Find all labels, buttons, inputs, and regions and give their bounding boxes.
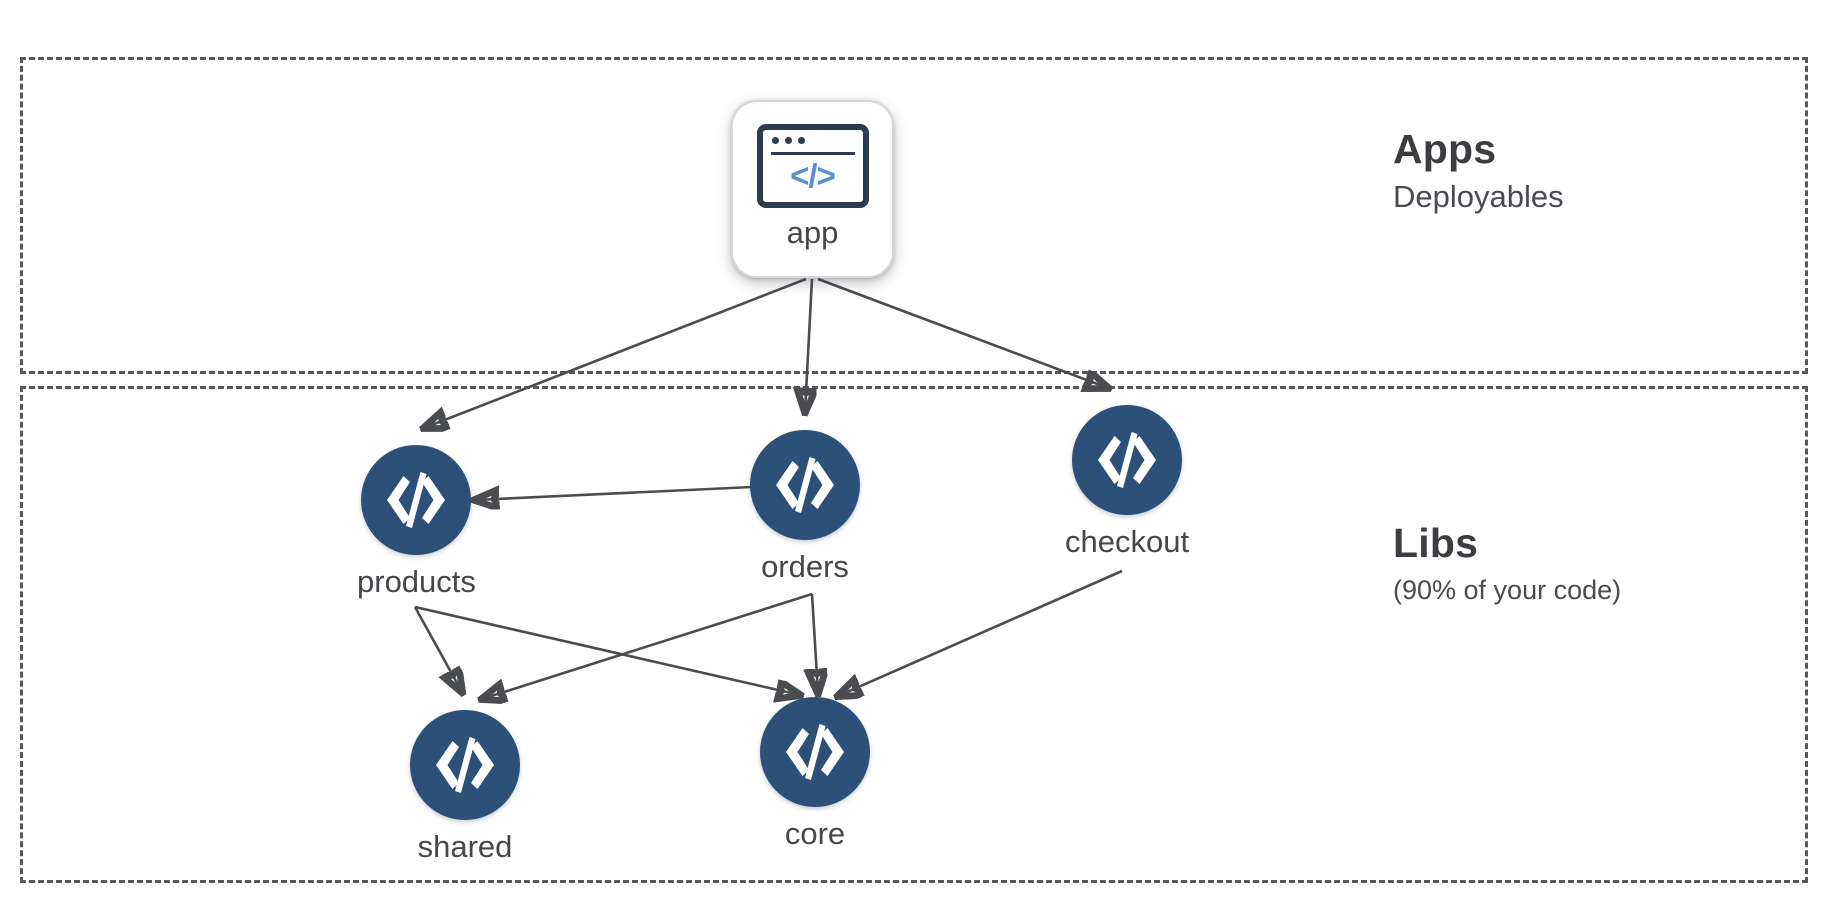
browser-dots-icon — [771, 137, 805, 144]
zone-libs-title: Libs — [1393, 520, 1479, 566]
node-app-label: app — [786, 215, 839, 250]
zone-libs-caption: Libs (90% of your code) — [1393, 520, 1622, 606]
zone-apps — [20, 57, 1808, 374]
code-icon — [750, 430, 860, 540]
node-orders[interactable]: orders — [750, 430, 860, 582]
node-orders-label: orders — [761, 549, 849, 584]
browser-rule — [770, 152, 855, 155]
code-icon — [361, 445, 472, 555]
code-glyph: </> — [790, 157, 836, 194]
code-icon — [410, 710, 520, 820]
node-shared-label: shared — [417, 829, 513, 864]
node-products[interactable]: products — [357, 445, 476, 597]
zone-apps-title: Apps — [1393, 126, 1497, 172]
browser-code-icon: </> — [756, 124, 869, 208]
node-core-label: core — [784, 816, 846, 851]
zone-libs — [20, 386, 1808, 883]
node-checkout[interactable]: checkout — [1065, 405, 1189, 557]
node-products-label: products — [357, 564, 476, 599]
node-core[interactable]: core — [760, 697, 870, 849]
zone-apps-subtitle: Deployables — [1393, 179, 1564, 215]
code-icon — [760, 697, 870, 807]
zone-apps-caption: Apps Deployables — [1393, 126, 1564, 215]
zone-libs-subtitle: (90% of your code) — [1393, 575, 1622, 606]
node-checkout-label: checkout — [1065, 524, 1190, 559]
node-app[interactable]: </> app — [731, 100, 894, 278]
code-icon — [1072, 405, 1183, 515]
node-shared[interactable]: shared — [410, 710, 520, 862]
